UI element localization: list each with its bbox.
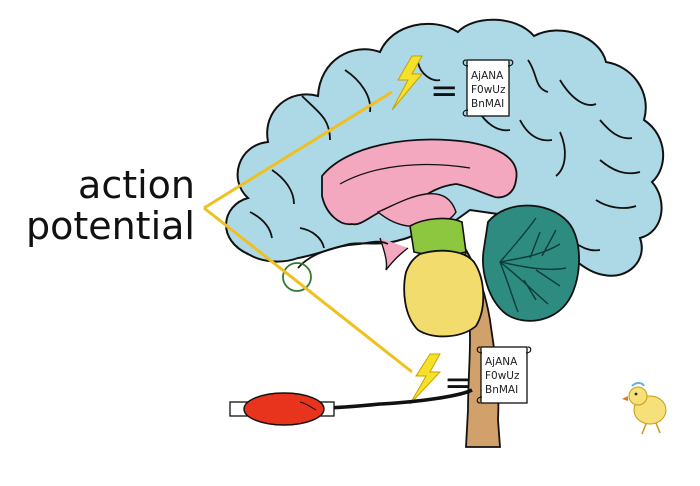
lightning-bolt-icon — [409, 353, 442, 405]
arbor-vitae — [499, 217, 567, 313]
pons — [403, 249, 485, 338]
pituitary-stalk — [379, 237, 409, 271]
receptor-circle — [282, 262, 312, 292]
fornix-line — [339, 163, 471, 185]
cortical-fiber — [297, 240, 389, 269]
scroll-icon-bottom: AjANA F0wUz BnMAI — [476, 346, 532, 404]
motor-nerve-fiber — [319, 388, 473, 410]
scroll-bottom-line-3: BnMAI — [485, 384, 518, 396]
scroll-top-line-3: BnMAI — [471, 98, 504, 110]
pointer-lines — [203, 90, 413, 374]
scroll-top-line-1: AjANA — [471, 70, 504, 82]
cerebellum — [482, 204, 580, 322]
scroll-icon-top: AjANA F0wUz BnMAI — [462, 59, 514, 117]
muscle-icon — [229, 392, 335, 426]
chick-icon — [622, 382, 667, 435]
scroll-top-line-2: F0wUz — [471, 84, 506, 96]
lightning-bolt-icon — [391, 55, 424, 111]
gyri-lines — [249, 59, 641, 252]
action-potential-label-line-1: action — [78, 163, 195, 207]
equals-sign-top: = — [430, 71, 459, 111]
midbrain — [409, 217, 467, 256]
corpus-callosum — [321, 138, 518, 226]
scroll-bottom-line-1: AjANA — [485, 356, 518, 368]
scroll-bottom-line-2: F0wUz — [485, 370, 520, 382]
action-potential-label-line-2: potential — [25, 204, 195, 248]
